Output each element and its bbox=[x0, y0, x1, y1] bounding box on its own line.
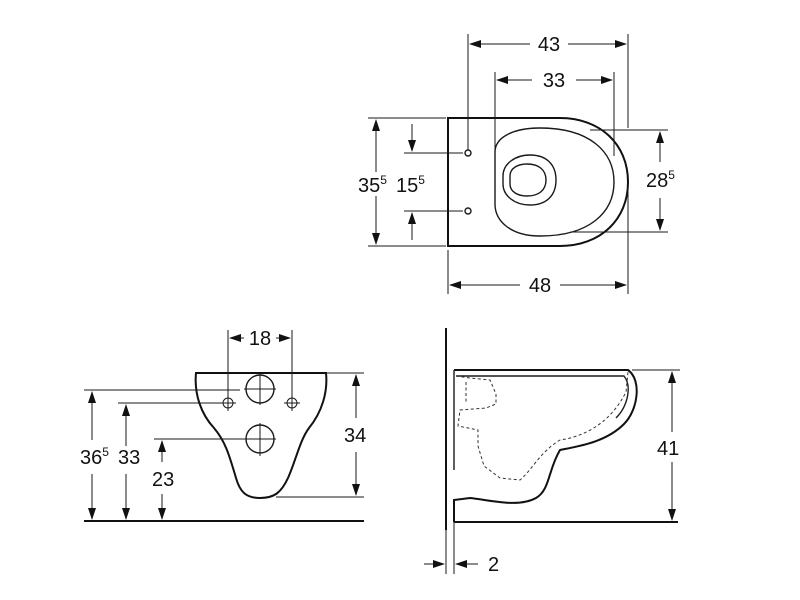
dim-front-height-outlet: 23 bbox=[152, 469, 174, 491]
top-view: 43 33 48 355 155 28 bbox=[358, 34, 675, 297]
front-view-outline bbox=[194, 372, 328, 500]
top-view-outline bbox=[447, 117, 630, 247]
dim-top-width-outer: 43 bbox=[538, 34, 560, 56]
dim-front-height-bolts: 33 bbox=[118, 447, 140, 469]
dim-front-height-top: 365 bbox=[80, 445, 109, 469]
dim-front-bolt-spacing: 18 bbox=[249, 328, 271, 350]
top-view-hole-lower bbox=[464, 207, 472, 215]
side-view-hidden-contour bbox=[455, 371, 629, 481]
top-view-bowl bbox=[502, 154, 557, 206]
dim-side-height: 41 bbox=[657, 438, 679, 460]
front-view: 18 365 33 23 34 bbox=[80, 328, 366, 522]
top-view-rim bbox=[494, 127, 615, 237]
dim-front-height-body: 34 bbox=[344, 425, 366, 447]
top-view-hole-upper bbox=[464, 149, 472, 157]
dim-side-wall-gap: 2 bbox=[488, 554, 499, 576]
top-view-drain bbox=[509, 163, 547, 197]
dim-top-depth-main: 355 bbox=[358, 173, 387, 197]
side-view-outline bbox=[453, 369, 638, 522]
dim-top-hole-spacing: 155 bbox=[396, 173, 425, 197]
dim-top-width-inner: 33 bbox=[543, 70, 565, 92]
side-view: 41 2 bbox=[424, 328, 680, 576]
dim-top-total-length: 48 bbox=[529, 275, 551, 297]
dim-top-bowl-depth: 285 bbox=[646, 168, 675, 192]
